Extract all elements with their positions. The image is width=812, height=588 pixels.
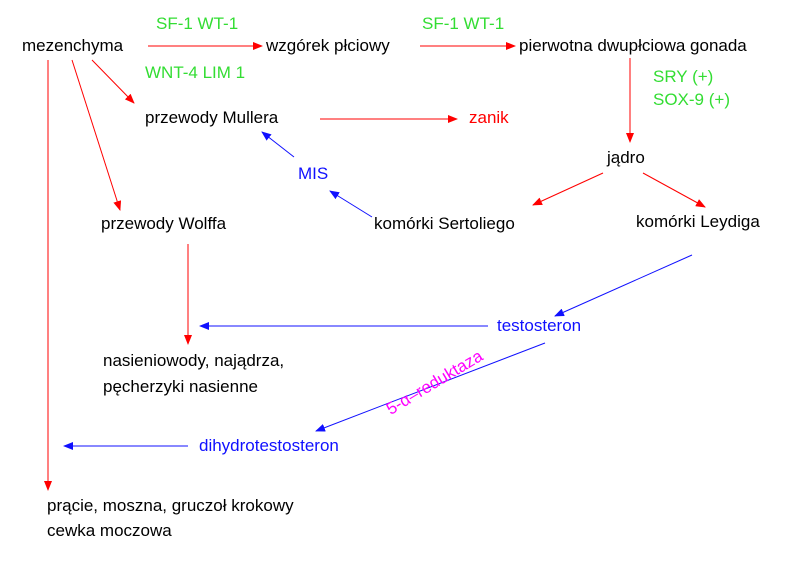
arrow-mis-to-mullera	[261, 131, 295, 158]
node-mezenchyma: mezenchyma	[22, 36, 124, 55]
node-pracie-line1: prącie, moszna, gruczoł krokowy	[47, 496, 294, 515]
factor-sry: SRY (+)	[653, 67, 714, 86]
node-nasieniowody-line2: pęcherzyki nasienne	[103, 377, 258, 396]
node-nasieniowody-line1: nasieniowody, najądrza,	[103, 351, 285, 370]
factor-wnt4-lim1: WNT-4 LIM 1	[145, 63, 246, 82]
arrow-mezenchyma-to-mullera	[91, 59, 135, 104]
arrow-sertoli-to-mis	[329, 190, 373, 218]
node-komorki-leydiga: komórki Leydiga	[636, 212, 760, 231]
node-przewody-wolffa: przewody Wolffa	[101, 214, 227, 233]
node-jadro: jądro	[607, 148, 645, 167]
node-komorki-sertoliego: komórki Sertoliego	[374, 214, 515, 233]
node-przewody-mullera: przewody Mullera	[145, 108, 279, 127]
factor-sf1-wt1-right: SF-1 WT-1	[422, 14, 505, 33]
node-pracie-line2: cewka moczowa	[47, 521, 172, 540]
arrow-testosteron-to-dht	[315, 342, 546, 432]
node-wzgorek-plciowy: wzgórek płciowy	[266, 36, 390, 55]
hormone-dihydrotestosteron: dihydrotestosteron	[199, 436, 339, 455]
arrow-jadro-to-sertoli	[532, 172, 604, 206]
arrow-mezenchyma-to-wolffa	[71, 59, 122, 211]
hormone-mis: MIS	[298, 164, 329, 183]
arrow-jadro-to-leydig	[642, 172, 706, 208]
node-zanik: zanik	[469, 108, 509, 127]
factor-sf1-wt1-left: SF-1 WT-1	[156, 14, 239, 33]
node-pierwotna-gonada: pierwotna dwupłciowa gonada	[519, 36, 747, 55]
factor-sox9: SOX-9 (+)	[653, 90, 730, 109]
hormone-testosteron: testosteron	[497, 316, 582, 335]
arrow-leydig-to-testosteron	[554, 254, 693, 317]
